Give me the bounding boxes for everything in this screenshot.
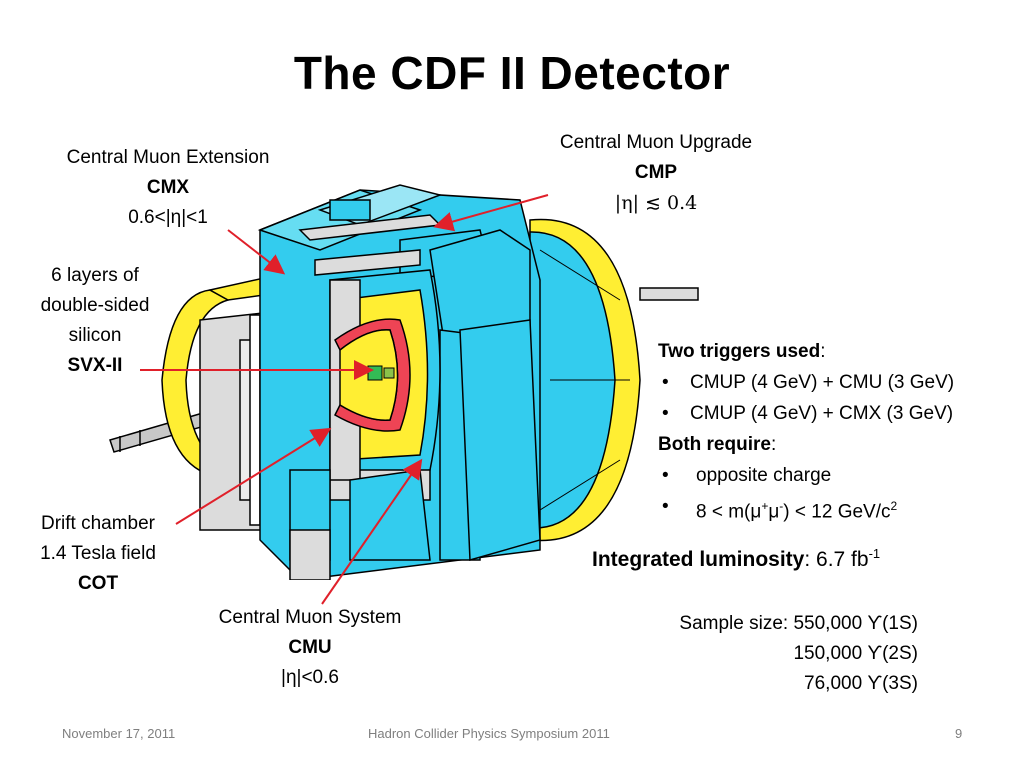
cmx-range: 0.6<|η|<1 (128, 207, 208, 228)
arrow-cmp (433, 194, 549, 232)
cmu-line1: Central Muon System (218, 607, 402, 628)
svx-line3: silicon (68, 325, 122, 346)
label-cmx: Central Muon Extension CMX 0.6<|η|<1 (22, 143, 314, 233)
trigger-item: •CMUP (4 GeV) + CMX (3 GeV) (662, 403, 954, 424)
require-item: •opposite charge (662, 465, 832, 486)
right-endcap (529, 218, 641, 542)
triggers-heading-row: Two triggers used: (658, 341, 826, 362)
footer-event: Hadron Collider Physics Symposium 2011 (368, 726, 610, 741)
footer-page-number: 9 (955, 726, 963, 741)
sample-size: Sample size: 550,000 ϒ(1S) 150,000 ϒ(2S)… (600, 609, 918, 699)
luminosity-exp: -1 (868, 546, 881, 561)
cot-line1: Drift chamber (40, 513, 156, 534)
luminosity: Integrated luminosity: 6.7 fb-1 (592, 546, 880, 572)
trigger-item: •CMUP (4 GeV) + CMU (3 GeV) (662, 372, 955, 393)
require-list: •opposite charge •8 < m(μ+μ-) < 12 GeV/c… (658, 460, 1018, 527)
cdf-detector-diagram (109, 184, 699, 580)
top-shelves (298, 199, 442, 276)
cot-line2: 1.4 Tesla field (40, 543, 156, 564)
label-cmu: Central Muon System CMU |η|<0.6 (180, 603, 440, 693)
cmx-line1: Central Muon Extension (66, 147, 270, 168)
footer-date: November 17, 2011 (62, 726, 176, 741)
label-cmp: Central Muon Upgrade CMP |η| ≲ 0.4 (515, 128, 797, 218)
svx-line2: double-sided (40, 295, 150, 316)
sample-row: Sample size: 550,000 ϒ(1S) (679, 613, 918, 634)
cmu-range: |η|<0.6 (281, 667, 339, 688)
require-heading-row: Both require: (658, 434, 777, 455)
label-cot: Drift chamber 1.4 Tesla field COT (10, 509, 186, 599)
page-title: The CDF II Detector (293, 47, 731, 99)
sample-label: Sample size: (679, 613, 794, 634)
cmu-abbr: CMU (288, 637, 332, 658)
sample-row: 150,000 ϒ(2S) (793, 643, 918, 664)
svx-line1: 6 layers of (51, 265, 139, 286)
triggers-list: •CMUP (4 GeV) + CMU (3 GeV) •CMUP (4 GeV… (658, 367, 1018, 429)
cot-abbr: COT (77, 573, 119, 594)
arrow-cot (175, 427, 332, 525)
sample-row: 76,000 ϒ(3S) (804, 673, 918, 694)
svx-abbr: SVX-II (67, 355, 123, 376)
label-svx: 6 layers of double-sided silicon SVX-II (15, 261, 175, 381)
mass-cut-item: •8 < m(μ+μ-) < 12 GeV/c2 (662, 496, 898, 523)
cmp-abbr: CMP (634, 162, 678, 183)
lower-faces (289, 469, 431, 580)
luminosity-label: Integrated luminosity (592, 548, 805, 571)
triggers-panel: Two triggers used: •CMUP (4 GeV) + CMU (… (658, 336, 1018, 527)
luminosity-value: : 6.7 fb (804, 548, 869, 571)
cmp-line1: Central Muon Upgrade (559, 132, 753, 153)
cmx-abbr: CMX (146, 177, 190, 198)
triggers-heading: Two triggers used (658, 341, 821, 362)
arrow-cmu (321, 458, 423, 605)
cmp-range: |η| ≲ 0.4 (614, 192, 698, 214)
arrow-cmx (227, 229, 286, 275)
require-heading: Both require (658, 434, 771, 455)
